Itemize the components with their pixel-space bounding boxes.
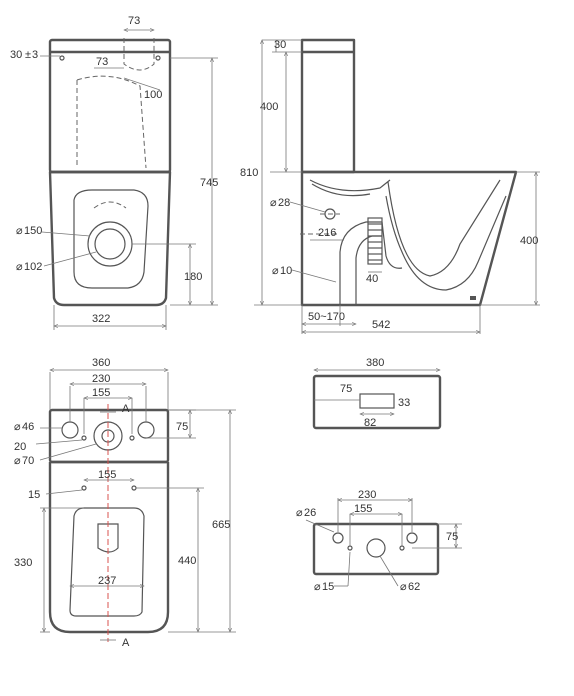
svg-text:⌀: ⌀ [14,421,21,433]
dim-top-665: 665 [212,519,230,531]
dim-top-360: 360 [92,357,110,369]
svg-text:⌀: ⌀ [296,507,303,519]
top-hole-46-right [137,421,155,439]
dim-top-75: 75 [176,421,188,433]
tank-top-hole-62 [366,538,386,558]
dim-side-542: 542 [372,319,390,331]
dim-top-440: 440 [178,555,196,567]
dim-side-400-bowl: 400 [520,235,538,247]
dim-top-330: 330 [14,557,32,569]
dim-lid-82: 82 [364,417,376,429]
svg-text:⌀: ⌀ [16,225,23,237]
dim-front-322: 322 [92,313,110,325]
svg-text:⌀: ⌀ [272,265,279,277]
dim-lid-33: 33 [398,397,410,409]
top-hole-46-left [61,421,79,439]
dim-top-20: 20 [14,441,26,453]
dim-side-28: 28 [278,197,290,209]
dim-top-230: 230 [92,373,110,385]
dim-top-46: 46 [22,421,34,433]
svg-text:⌀: ⌀ [314,581,321,593]
dim-side-40: 40 [366,273,378,285]
svg-text:⌀: ⌀ [270,197,277,209]
front-view: 73 73 100 30 ± 3 745 180 ⌀ 150 ⌀ 102 322 [10,15,218,330]
tank-top-detail: 230 155 ⌀ 26 75 ⌀ 15 ⌀ 62 [296,489,462,593]
dim-side-400-tank: 400 [260,101,278,113]
dim-tt-230: 230 [358,489,376,501]
dim-tt-75: 75 [446,531,458,543]
outlet-102-circle [94,228,126,260]
dim-top-70: 70 [22,455,34,467]
dim-front-30: 30 [10,49,22,61]
dim-front-3: 3 [32,49,38,61]
dim-side-216: 216 [318,227,336,239]
svg-text:⌀: ⌀ [16,261,23,273]
tank-top-hole-26-right [406,532,418,544]
front-tank-outline [48,38,172,174]
dim-tt-155: 155 [354,503,372,515]
top-bowl-outline [48,462,170,634]
dim-front-150: 150 [24,225,42,237]
dim-front-100: 100 [144,89,162,101]
dim-side-810: 810 [240,167,258,179]
dim-side-30: 30 [274,39,286,51]
dim-tt-26: 26 [304,507,316,519]
dim-top-15: 15 [28,489,40,501]
svg-text:±: ± [25,49,31,61]
side-pan-connector [367,217,383,265]
dim-side-10: 10 [280,265,292,277]
side-view: 30 400 810 ⌀ 28 216 ⌀ 10 40 400 50~170 5… [240,38,540,334]
section-a-top: A [122,403,130,415]
dim-lid-75: 75 [340,383,352,395]
lid-outline [312,374,442,430]
section-a-bottom: A [122,637,130,649]
dim-top-155-top: 155 [92,387,110,399]
dim-top-155-mid: 155 [98,469,116,481]
svg-text:⌀: ⌀ [14,455,21,467]
lid-button-recess [359,393,395,409]
dim-side-50-170: 50~170 [308,311,345,323]
front-bowl-outline [48,170,172,307]
tank-top-hole-26-left [332,532,344,544]
dim-front-73-inner: 73 [96,56,108,68]
svg-text:⌀: ⌀ [400,581,407,593]
dim-top-237: 237 [98,575,116,587]
dim-tt-15: 15 [322,581,334,593]
dim-front-180: 180 [184,271,202,283]
side-tank-outline [300,38,356,174]
dim-lid-380: 380 [366,357,384,369]
lid-detail: 380 75 33 82 [312,357,442,430]
tank-top-outline [312,522,440,576]
dim-front-73-top: 73 [128,15,140,27]
dim-tt-62: 62 [408,581,420,593]
dim-front-102: 102 [24,261,42,273]
dim-front-745: 745 [200,177,218,189]
top-tank-outline [48,408,170,464]
top-view: A A 360 230 155 ⌀ 46 20 ⌀ 70 75 155 15 [14,357,236,649]
